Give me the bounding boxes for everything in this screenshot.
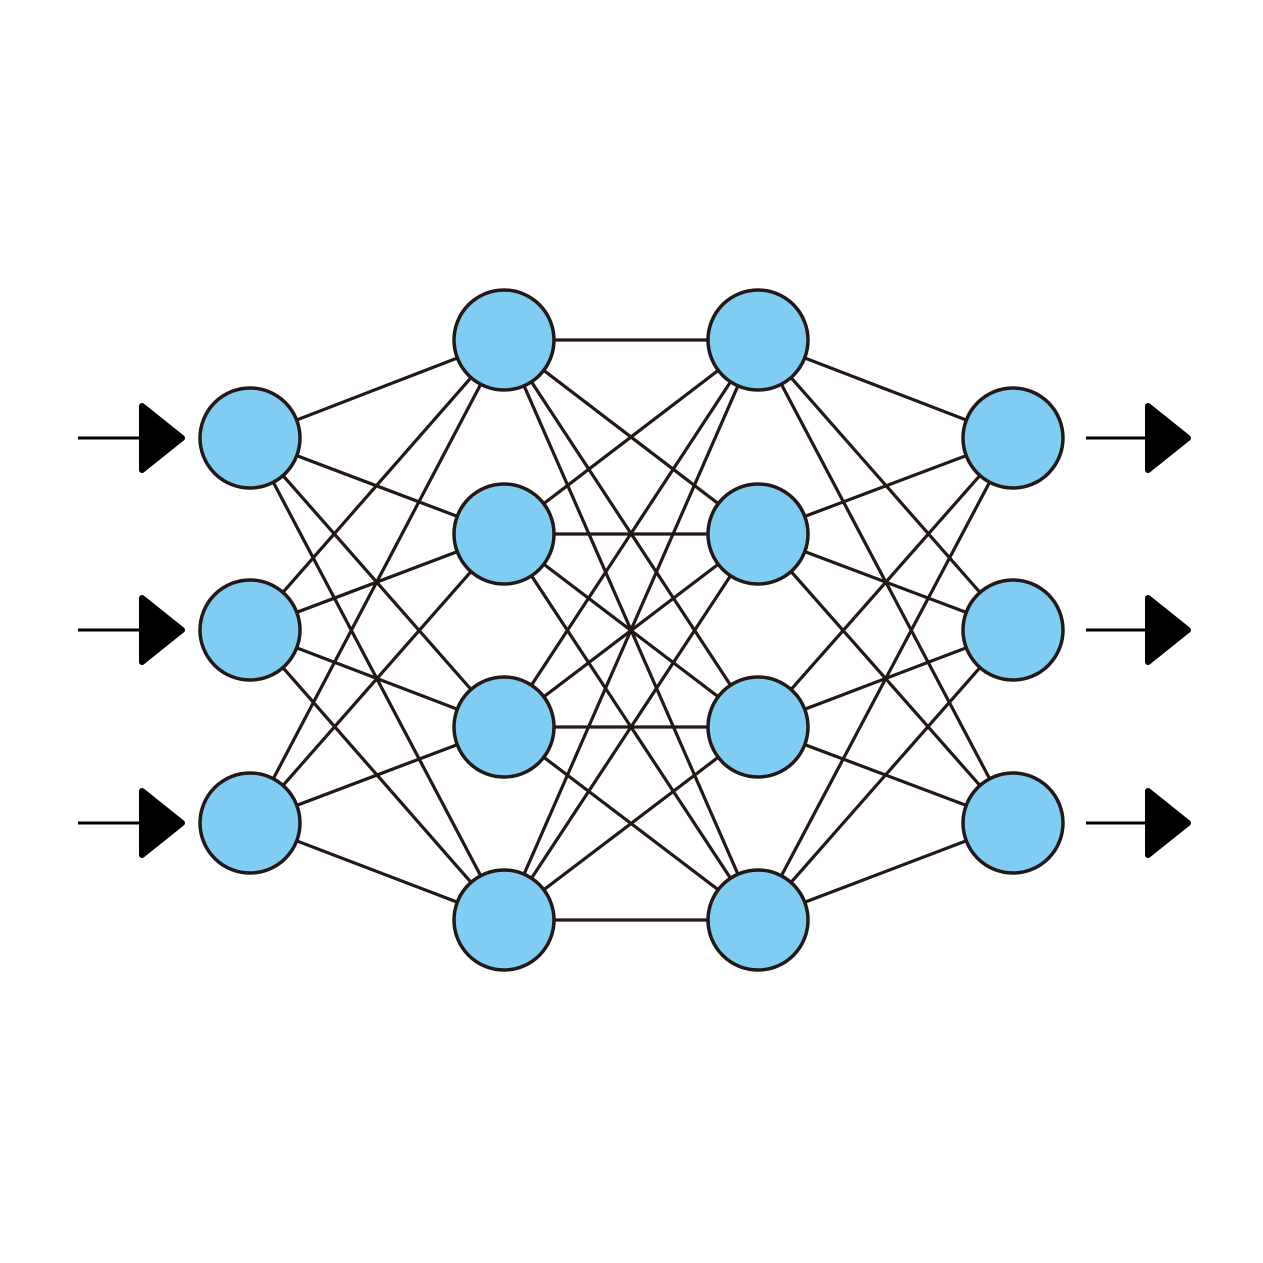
node-hidden-2-3 [706, 675, 810, 779]
node-input-3 [198, 771, 302, 875]
edge-hidden-1-4-to-hidden-2-3 [503, 725, 759, 922]
edge-input-3-to-hidden-1-2 [248, 532, 506, 825]
node-output-3 [961, 771, 1065, 875]
output-arrow-right-icon-3-head [1145, 788, 1191, 858]
node-hidden-2-4 [706, 868, 810, 972]
edge-input-2-to-hidden-1-1 [248, 338, 506, 632]
node-hidden-1-2 [452, 482, 556, 586]
node-hidden-2-2 [706, 482, 810, 586]
edge-hidden-1-3-to-hidden-2-1 [502, 339, 760, 728]
output-arrow-right-icon-3 [1086, 788, 1191, 858]
node-hidden-1-1 [452, 288, 556, 392]
io-arrows [78, 403, 1191, 858]
edge-hidden-1-4-to-hidden-2-2 [502, 533, 760, 921]
edge-hidden-1-2-to-hidden-2-1 [503, 338, 759, 536]
input-arrow-right-icon-3-head [139, 788, 185, 858]
output-arrow-right-icon-2 [1086, 595, 1191, 665]
output-arrow-right-icon-1 [1086, 403, 1191, 473]
node-output-1 [961, 386, 1065, 490]
input-arrow-right-icon-1 [78, 403, 185, 473]
node-hidden-1-4 [452, 868, 556, 972]
input-arrow-right-icon-2 [78, 595, 185, 665]
node-input-2 [198, 578, 302, 682]
output-arrow-right-icon-2-head [1145, 595, 1191, 665]
edge-input-3-to-hidden-1-1 [248, 339, 506, 824]
edge-hidden-1-4-to-hidden-2-1 [502, 339, 760, 921]
node-hidden-1-3 [452, 675, 556, 779]
input-arrow-right-icon-1-head [139, 403, 185, 473]
edge-hidden-2-4-to-output-1 [756, 437, 1015, 921]
input-arrow-right-icon-3 [78, 788, 185, 858]
neurons [198, 288, 1065, 972]
node-output-2 [961, 578, 1065, 682]
edge-hidden-2-3-to-output-1 [756, 436, 1015, 729]
output-arrow-right-icon-1-head [1145, 403, 1191, 473]
edge-hidden-2-4-to-output-2 [756, 628, 1015, 922]
input-arrow-right-icon-2-head [139, 595, 185, 665]
node-input-1 [198, 386, 302, 490]
node-hidden-2-1 [706, 288, 810, 392]
